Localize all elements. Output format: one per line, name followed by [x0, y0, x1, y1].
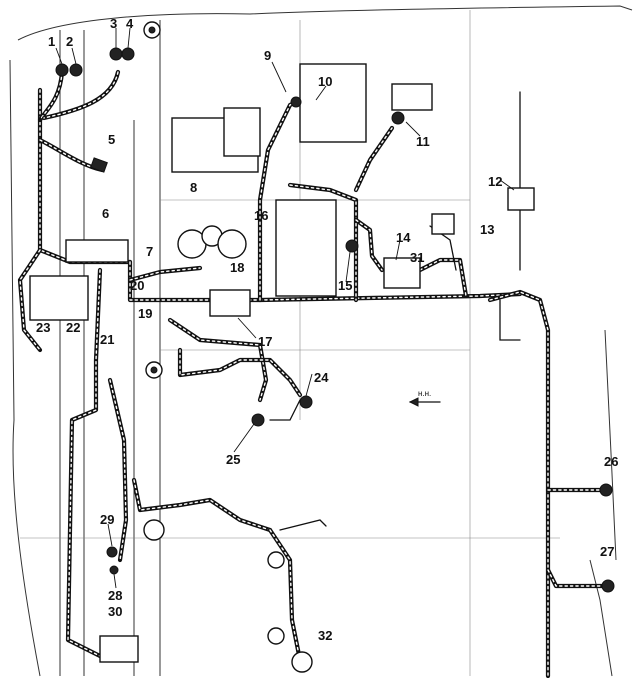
- callout-10: 10: [318, 74, 332, 89]
- component-11: [391, 83, 433, 111]
- component-30: [99, 635, 139, 663]
- callout-32: 32: [318, 628, 332, 643]
- component-13: [507, 187, 535, 211]
- callout-6: 6: [102, 206, 109, 221]
- body-outline: [9, 5, 633, 677]
- callout-13: 13: [480, 222, 494, 237]
- thin-wires: [269, 91, 521, 531]
- component-17: [209, 289, 251, 317]
- direction-arrow: [408, 397, 441, 407]
- callout-18: 18: [230, 260, 244, 275]
- callout-30: 30: [108, 604, 122, 619]
- component-14: [383, 257, 421, 289]
- callout-1: 1: [48, 34, 55, 49]
- callout-8: 8: [190, 180, 197, 195]
- callout-16: 16: [254, 208, 268, 223]
- callout-15: 15: [338, 278, 352, 293]
- direction-label: н.н.: [418, 389, 431, 398]
- callout-20: 20: [130, 278, 144, 293]
- callout-4: 4: [126, 16, 134, 31]
- callout-25: 25: [226, 452, 240, 467]
- callout-7: 7: [146, 244, 153, 259]
- callout-14: 14: [396, 230, 411, 245]
- component-6: [65, 239, 129, 263]
- callout-21: 21: [100, 332, 114, 347]
- callout-3: 3: [110, 16, 117, 31]
- callout-28: 28: [108, 588, 122, 603]
- callout-17: 17: [258, 334, 272, 349]
- callout-29: 29: [100, 512, 114, 527]
- callout-24: 24: [314, 370, 329, 385]
- callout-12: 12: [488, 174, 502, 189]
- leader-lines: [55, 27, 515, 589]
- callout-19: 19: [138, 306, 152, 321]
- callout-22: 22: [66, 320, 80, 335]
- callout-labels: 1 2 3 4 5 6 7 8 9 10 11 12 13 14 15 16 1…: [36, 16, 618, 643]
- callout-9: 9: [264, 48, 271, 63]
- component-16: [275, 199, 337, 297]
- component-10: [299, 63, 367, 143]
- callout-23: 23: [36, 320, 50, 335]
- callout-5: 5: [108, 132, 115, 147]
- callout-26: 26: [604, 454, 618, 469]
- components: [29, 21, 615, 673]
- callout-2: 2: [66, 34, 73, 49]
- callout-27: 27: [600, 544, 614, 559]
- callout-31: 31: [410, 250, 424, 265]
- component-23: [29, 275, 89, 321]
- callout-11: 11: [416, 134, 430, 149]
